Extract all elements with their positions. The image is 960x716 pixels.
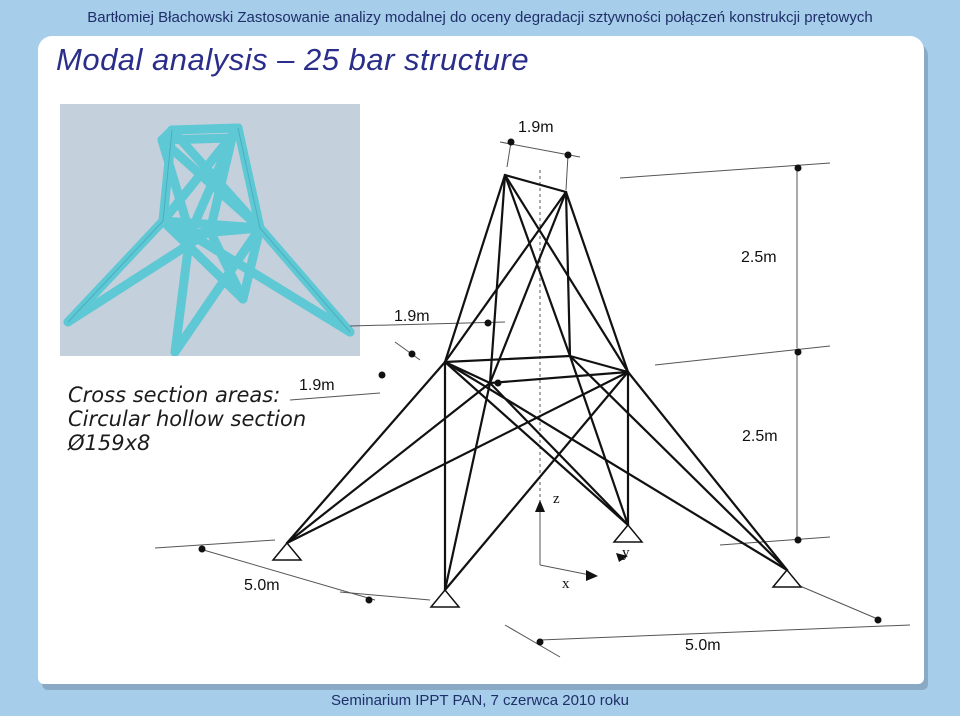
- support-left: [271, 541, 303, 561]
- cross-section-size: Ø159x8: [68, 431, 151, 455]
- dim-top-height: 2.5m: [741, 249, 777, 266]
- support-front: [429, 588, 461, 608]
- slide-header: Bartłomiej Błachowski Zastosowanie anali…: [87, 9, 873, 26]
- slide-title: Modal analysis – 25 bar structure: [56, 42, 530, 77]
- axis-x-label: x: [562, 576, 570, 592]
- dim-top-width: 1.9m: [518, 119, 554, 136]
- dim-lower-height: 2.5m: [742, 428, 778, 445]
- axis-z-label: z: [553, 491, 560, 507]
- dim-mid-depth-2: 1.9m: [299, 377, 335, 394]
- truss-members: [285, 173, 789, 592]
- dim-base-right: 5.0m: [685, 637, 721, 654]
- dimension-points: [198, 138, 882, 646]
- dim-mid-depth-1: 1.9m: [394, 308, 430, 325]
- tower-render-image: [63, 123, 355, 357]
- z-axis-arrow: [535, 500, 545, 512]
- rendered-3d-model: [60, 104, 360, 357]
- axis-arrows: [535, 500, 628, 581]
- x-axis-arrow: [586, 570, 598, 581]
- cross-section-info: Cross section areas: Circular hollow sec…: [68, 383, 306, 455]
- dim-base-left: 5.0m: [244, 577, 280, 594]
- support-triangles: [271, 523, 803, 608]
- cross-section-type: Circular hollow section: [68, 407, 307, 431]
- slide-footer: Seminarium IPPT PAN, 7 czerwca 2010 roku: [331, 692, 629, 709]
- support-back: [612, 523, 644, 543]
- y-axis-arrow: [616, 553, 628, 562]
- support-right: [771, 568, 803, 588]
- axis-y-label: y: [622, 545, 630, 561]
- cross-section-heading: Cross section areas:: [68, 383, 281, 407]
